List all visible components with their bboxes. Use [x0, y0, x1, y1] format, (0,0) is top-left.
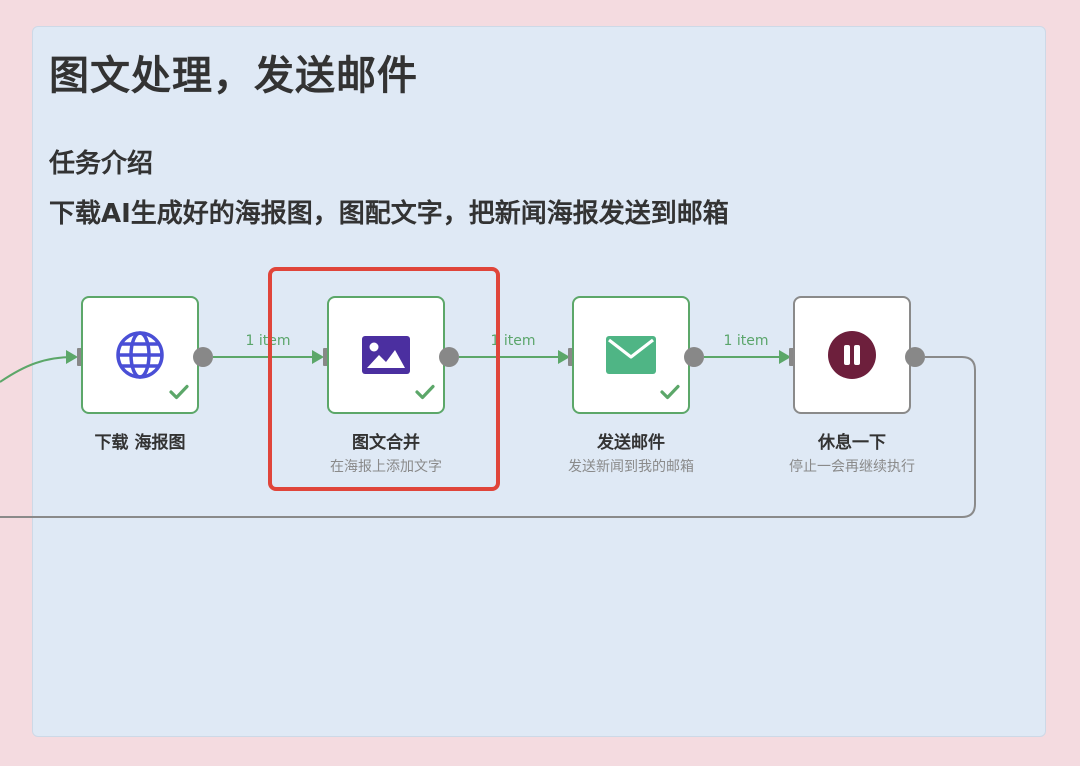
- arrowhead: [312, 350, 324, 364]
- success-check-icon: [660, 384, 680, 404]
- node-send-email[interactable]: [572, 296, 690, 414]
- incoming-connection: [0, 356, 75, 383]
- node-subtitle: 发送新闻到我的邮箱: [568, 459, 694, 475]
- node-download-poster[interactable]: [81, 296, 199, 414]
- page-title: 图文处理，发送邮件: [49, 53, 418, 99]
- loop-back-connection: [0, 356, 976, 518]
- success-check-icon: [415, 384, 435, 404]
- node-label: 下载 海报图: [94, 433, 186, 453]
- arrowhead: [779, 350, 791, 364]
- node-output-port[interactable]: [684, 347, 704, 367]
- node-output-port[interactable]: [193, 347, 213, 367]
- image-icon: [361, 335, 411, 375]
- success-check-icon: [169, 384, 189, 404]
- edge-label-3: 1 item: [723, 333, 769, 349]
- edge-label-1: 1 item: [245, 333, 291, 349]
- node-output-port[interactable]: [439, 347, 459, 367]
- arrowhead: [66, 350, 78, 364]
- mail-icon: [605, 335, 657, 375]
- section-heading: 任务介绍: [49, 149, 154, 179]
- node-label: 图文合并: [352, 433, 420, 453]
- globe-icon: [114, 329, 166, 381]
- node-subtitle: 停止一会再继续执行: [789, 459, 915, 475]
- pause-icon: [827, 330, 877, 380]
- node-subtitle: 在海报上添加文字: [330, 459, 442, 475]
- node-take-a-break[interactable]: [793, 296, 911, 414]
- edge-label-2: 1 item: [490, 333, 536, 349]
- node-image-text-merge[interactable]: [327, 296, 445, 414]
- node-output-port[interactable]: [905, 347, 925, 367]
- node-label: 发送邮件: [597, 433, 665, 453]
- arrowhead: [558, 350, 570, 364]
- node-label: 休息一下: [818, 433, 886, 453]
- task-description: 下载AI生成好的海报图，图配文字，把新闻海报发送到邮箱: [49, 199, 729, 229]
